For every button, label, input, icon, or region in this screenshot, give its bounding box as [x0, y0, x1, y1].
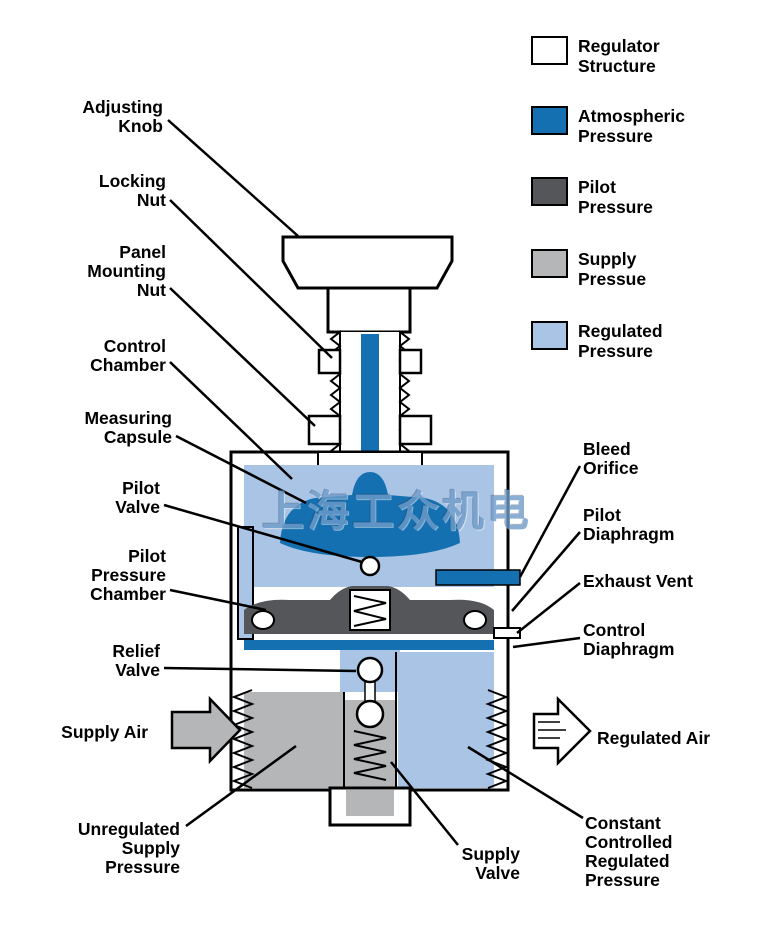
label-measuring-capsule: Measuring Capsule — [84, 408, 172, 447]
label-control-diaphragm: Control Diaphragm — [583, 620, 675, 659]
legend-label: Supply Pressue — [578, 249, 647, 289]
label-pilot-pressure-chamber: Pilot Pressure Chamber — [90, 546, 166, 604]
supply-air-arrow — [170, 695, 242, 765]
legend-item-regulated-pressure: Regulated Pressure — [531, 321, 663, 361]
adjusting-knob-shape — [281, 235, 454, 334]
label-unregulated-supply-pressure: Unregulated Supply Pressure — [77, 819, 180, 877]
bottom-housing — [328, 786, 412, 827]
label-adjusting-knob: Adjusting Knob — [82, 97, 163, 136]
regulated-pressure-region — [398, 652, 494, 788]
label-supply-valve: Supply Valve — [461, 844, 520, 883]
regulated-air-arrow — [532, 695, 592, 767]
left-bolt — [251, 610, 275, 630]
relief-valve-shape — [356, 656, 384, 684]
legend-label: Regulated Pressure — [578, 321, 663, 361]
label-exhaust-vent: Exhaust Vent — [583, 571, 693, 591]
regulator-structure-swatch — [531, 36, 568, 65]
left-pipe-threads — [231, 689, 255, 789]
legend-label: Regulator Structure — [578, 36, 660, 76]
legend-item-supply-pressure: Supply Pressue — [531, 249, 646, 289]
watermark-text: 上海工众机电 — [262, 488, 533, 535]
right-pipe-threads — [485, 689, 509, 789]
legend-label: Pilot Pressure — [578, 177, 653, 217]
label-relief-valve: Relief Valve — [112, 641, 160, 680]
supply-pressure-swatch — [531, 249, 568, 278]
label-locking-nut: Locking Nut — [98, 171, 166, 210]
label-pilot-valve: Pilot Valve — [115, 478, 160, 517]
label-bleed-orifice: Bleed Orifice — [583, 439, 639, 478]
pilot-pressure-swatch — [531, 177, 568, 206]
panel-mounting-nut-shape — [307, 414, 433, 446]
label-supply-air: Supply Air — [61, 722, 148, 742]
locking-nut-shape — [317, 348, 423, 375]
right-bolt — [463, 610, 487, 630]
pilot-spring — [349, 589, 391, 631]
pocket-walls — [343, 652, 397, 788]
exhaust-vent-shape — [493, 627, 521, 639]
legend-item-regulator-structure: Regulator Structure — [531, 36, 660, 76]
label-panel-mounting-nut: Panel Mounting Nut — [87, 242, 166, 300]
legend-item-pilot-pressure: Pilot Pressure — [531, 177, 653, 217]
label-regulated-air: Regulated Air — [597, 728, 711, 748]
atmospheric-pressure-swatch — [531, 106, 568, 135]
bleed-orifice-shape — [435, 569, 521, 586]
label-pilot-diaphragm: Pilot Diaphragm — [583, 505, 675, 544]
regulated-pressure-swatch — [531, 321, 568, 350]
legend-item-atmospheric-pressure: Atmospheric Pressure — [531, 106, 685, 146]
pilot-valve-shape — [359, 555, 381, 577]
leader-lines — [163, 119, 584, 846]
supply-valve-shape — [353, 699, 387, 781]
legend-label: Atmospheric Pressure — [578, 106, 685, 146]
measuring-capsule-shape — [280, 472, 460, 557]
label-constant-controlled-regulated-pressure: Constant Controlled Regulated Pressure — [585, 813, 673, 890]
label-control-chamber: Control Chamber — [90, 336, 166, 375]
